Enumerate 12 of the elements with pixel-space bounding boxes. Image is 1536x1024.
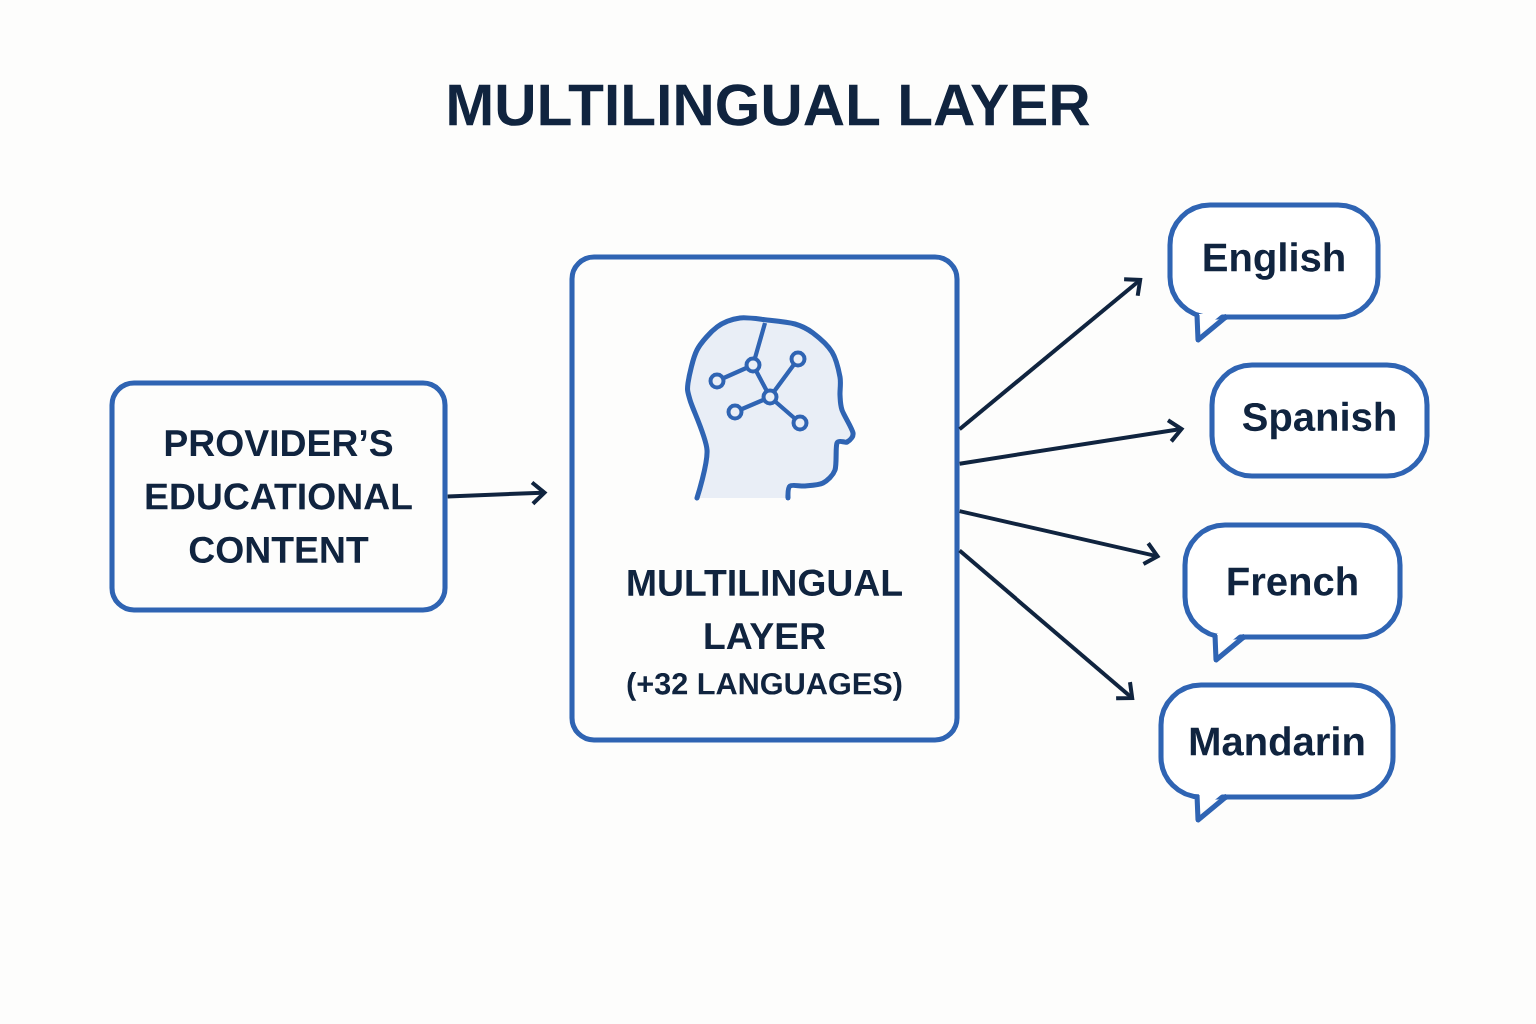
title: MULTILINGUAL LAYER <box>449 84 1090 126</box>
arrow <box>447 480 548 506</box>
speech-bubble: French <box>1182 522 1403 663</box>
speech-bubble: Spanish <box>1209 362 1430 479</box>
arrow <box>959 418 1185 466</box>
arrow <box>958 277 1143 431</box>
speech-bubble: Mandarin <box>1158 682 1396 823</box>
speech-bubble: English <box>1167 202 1381 343</box>
process-box: PROVIDER’S EDUCATIONAL CONTENT <box>109 380 448 613</box>
arrow <box>959 509 1161 566</box>
process-box: MULTILINGUAL LAYER (+32 LANGUAGES) <box>569 254 960 743</box>
arrow <box>958 549 1135 701</box>
